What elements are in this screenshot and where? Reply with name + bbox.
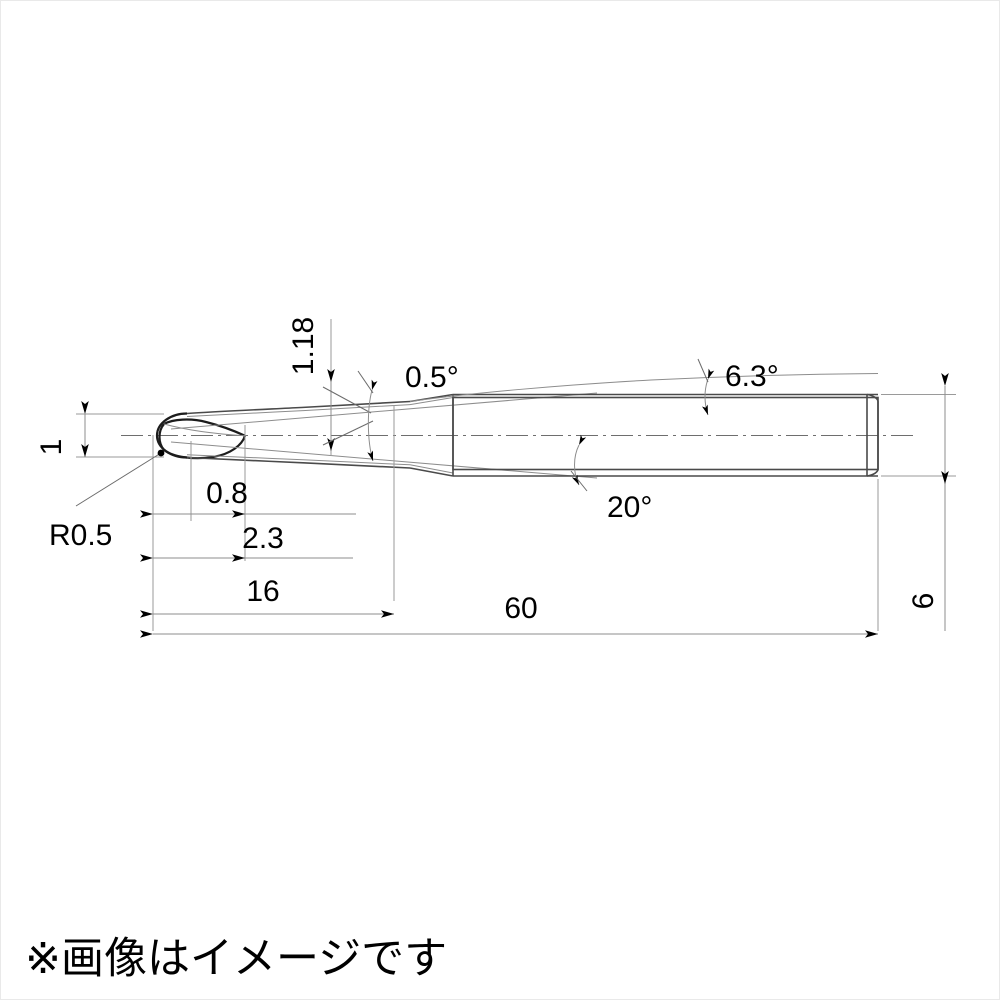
dimension-angle-0-5: 0.5° bbox=[357, 361, 459, 462]
neck-bottom-relief-line bbox=[186, 454, 411, 466]
leader-1-18-lower bbox=[322, 420, 374, 446]
upper-silhouette-line bbox=[409, 373, 879, 402]
dim-arc-angle-6-3 bbox=[701, 368, 715, 416]
dimension-2-3: 2.3 bbox=[140, 522, 353, 562]
dim-label-angle-0-5: 0.5° bbox=[405, 361, 459, 394]
flute-lower-edge bbox=[158, 423, 247, 460]
dim-arc-angle-20 bbox=[571, 434, 587, 486]
dimension-ball-radius: R0.5 bbox=[49, 449, 165, 552]
dim-label-r05: R0.5 bbox=[49, 519, 112, 552]
shank-body bbox=[452, 396, 879, 471]
leader-angle-0-5 bbox=[357, 370, 374, 394]
dim-label-16: 16 bbox=[246, 575, 279, 608]
dim-label-angle-20: 20° bbox=[607, 491, 652, 524]
leader-angle-6-3 bbox=[697, 358, 709, 383]
dimension-60: 60 bbox=[140, 592, 878, 638]
dim-label-60: 60 bbox=[504, 592, 537, 625]
extension-lines bbox=[76, 319, 956, 631]
taper-inner-top bbox=[409, 397, 454, 406]
dim-label-1-18: 1.18 bbox=[287, 317, 320, 375]
dimension-1-18: 1.18 bbox=[287, 317, 374, 451]
taper-bottom-lower bbox=[409, 467, 454, 477]
internal-cone-line-lower bbox=[170, 441, 598, 479]
taper-inner-bottom bbox=[409, 464, 454, 474]
dimension-diameter-1: 1 bbox=[35, 401, 89, 457]
dimension-diameter-6: 6 bbox=[907, 373, 949, 631]
leader-1-18-upper bbox=[322, 386, 372, 414]
neck-top-relief-line bbox=[186, 404, 411, 417]
internal-cone-line-upper bbox=[170, 392, 598, 430]
leader-line-r05 bbox=[75, 449, 165, 507]
image-disclaimer-note: ※画像はイメージです bbox=[25, 934, 447, 984]
dim-label-2-3: 2.3 bbox=[242, 522, 284, 555]
dimension-angle-20: 20° bbox=[570, 434, 652, 524]
flute-upper-edge bbox=[163, 418, 246, 437]
dimension-angle-6-3: 6.3° bbox=[697, 358, 779, 416]
dimension-16: 16 bbox=[140, 575, 394, 618]
neck-bottom-profile bbox=[186, 456, 411, 469]
dimension-0-8: 0.8 bbox=[140, 477, 356, 518]
dim-label-angle-6-3: 6.3° bbox=[725, 360, 779, 393]
flute-inner-line bbox=[163, 423, 246, 437]
dim-label-0-8: 0.8 bbox=[206, 477, 248, 510]
dim-arc-angle-0-5 bbox=[367, 379, 378, 462]
dim-label-diameter-1: 1 bbox=[35, 439, 68, 456]
shank-end-face bbox=[866, 393, 879, 477]
neck-top-profile bbox=[186, 400, 411, 415]
dim-label-diameter-6: 6 bbox=[907, 593, 940, 610]
leader-angle-20 bbox=[570, 470, 588, 492]
tool-geometry bbox=[121, 373, 916, 479]
